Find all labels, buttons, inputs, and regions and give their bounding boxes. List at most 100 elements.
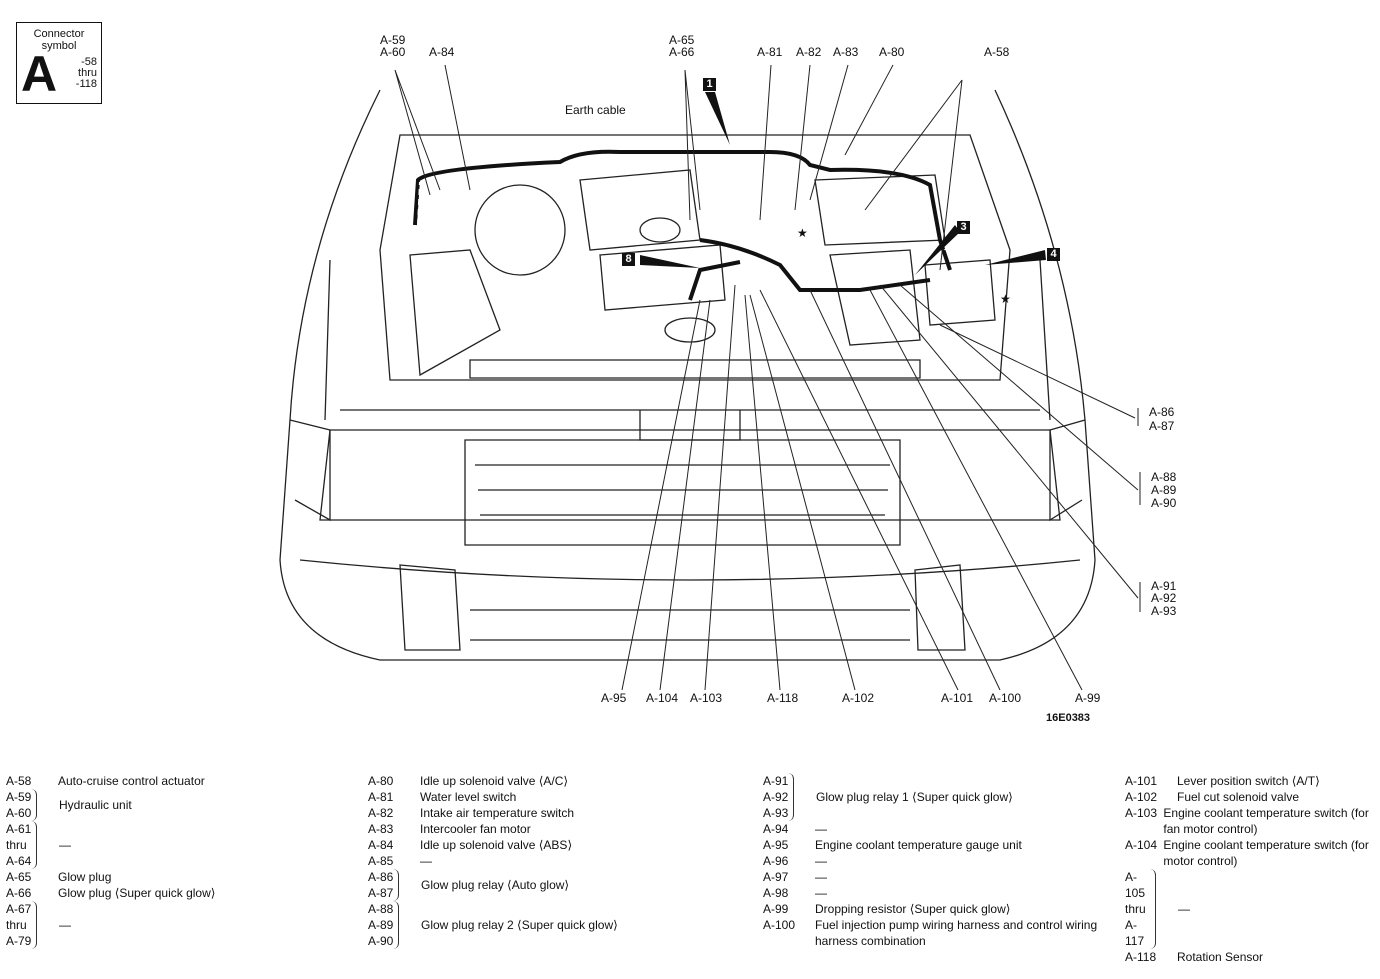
label-a92: A-92 bbox=[1151, 591, 1177, 605]
legend-connector-id: A-58 bbox=[6, 774, 32, 788]
legend-connector-ids: A-58 bbox=[6, 773, 58, 789]
legend-description: Lever position switch ⟨A/T⟩ bbox=[1177, 774, 1320, 788]
legend-connector-ids: A-99 bbox=[763, 901, 815, 917]
label-a102: A-102 bbox=[842, 691, 875, 705]
legend-description: Hydraulic unit bbox=[59, 798, 132, 812]
legend-description: Dropping resistor ⟨Super quick glow⟩ bbox=[815, 902, 1011, 916]
legend-connector-id: A-66 bbox=[6, 886, 32, 900]
legend-connector-ids: A-81 bbox=[368, 789, 420, 805]
marker-4: 4 bbox=[1047, 248, 1060, 261]
legend-connector-id: A-89 bbox=[368, 918, 394, 932]
legend-description: Engine coolant temperature gauge unit bbox=[815, 838, 1022, 852]
label-a58: A-58 bbox=[984, 45, 1010, 59]
legend-connector-ids: A-100 bbox=[763, 917, 815, 949]
label-a87: A-87 bbox=[1149, 419, 1175, 433]
range-thru: thru bbox=[78, 67, 97, 79]
legend-entry: A-94 — bbox=[763, 821, 1115, 837]
legend-connector-id: A-82 bbox=[368, 806, 394, 820]
legend-description: Idle up solenoid valve ⟨ABS⟩ bbox=[420, 838, 573, 852]
label-a104: A-104 bbox=[646, 691, 679, 705]
legend-description: Intercooler fan motor bbox=[420, 822, 531, 836]
legend-connector-id: A-91 bbox=[763, 774, 789, 788]
legend-connector-ids: A-97 bbox=[763, 869, 815, 885]
legend-connector-id: A-103 bbox=[1125, 806, 1158, 820]
legend-description: Fuel cut solenoid valve bbox=[1177, 790, 1300, 804]
fog-lamp-left bbox=[399, 564, 461, 651]
legend-entry: A-99 Dropping resistor ⟨Super quick glow⟩ bbox=[763, 901, 1115, 917]
legend-description: — bbox=[420, 854, 432, 868]
earth-cable-label: Earth cable bbox=[565, 103, 626, 117]
legend-connector-ids: A-104 bbox=[1125, 837, 1163, 869]
legend-connector-id: A-59 bbox=[6, 790, 32, 804]
legend-description: Rotation Sensor bbox=[1177, 950, 1264, 964]
legend-connector-id: A-67 bbox=[6, 902, 32, 916]
label-a83: A-83 bbox=[833, 45, 859, 59]
label-a60: A-60 bbox=[380, 45, 406, 59]
label-a90: A-90 bbox=[1151, 496, 1177, 510]
legend-description: Engine coolant temperature switch (for m… bbox=[1163, 838, 1369, 868]
legend-connector-id: A-95 bbox=[763, 838, 789, 852]
legend-entry: A-97— bbox=[763, 869, 1115, 885]
legend-entry: A-101 Lever position switch ⟨A/T⟩ bbox=[1125, 773, 1380, 789]
legend-connector-ids: A-84 bbox=[368, 837, 420, 853]
callout-lines bbox=[394, 64, 1139, 691]
legend-connector-ids: A-102 bbox=[1125, 789, 1177, 805]
legend-connector-ids: A-85 bbox=[368, 853, 420, 869]
legend-connector-id: A-100 bbox=[763, 918, 796, 932]
legend-connector-id: A-99 bbox=[763, 902, 789, 916]
legend-connector-ids: A-98 bbox=[763, 885, 815, 901]
legend-connector-ids: A-66 bbox=[6, 885, 58, 901]
legend-description: Glow plug relay 1 ⟨Super quick glow⟩ bbox=[816, 790, 1013, 804]
label-a86: A-86 bbox=[1149, 405, 1175, 419]
legend-description: — bbox=[1178, 902, 1190, 916]
legend-description: — bbox=[59, 838, 71, 852]
label-a80: A-80 bbox=[879, 45, 905, 59]
marker-1: 1 bbox=[703, 78, 716, 91]
legend-connector-ids: A-118 bbox=[1125, 949, 1177, 965]
svg-text:★: ★ bbox=[797, 226, 808, 240]
legend-connector-id: A-86 bbox=[368, 870, 394, 884]
label-a101: A-101 bbox=[941, 691, 974, 705]
connector-range: -58 thru -118 bbox=[69, 57, 97, 90]
wiring-harness bbox=[413, 149, 952, 301]
legend-connector-ids: A-101 bbox=[1125, 773, 1177, 789]
legend-connector-id: A-93 bbox=[763, 806, 789, 820]
legend-description: Glow plug bbox=[58, 870, 112, 884]
legend-connector-id: A-85 bbox=[368, 854, 394, 868]
svg-text:★: ★ bbox=[1000, 292, 1011, 306]
legend-connector-id: A-94 bbox=[763, 822, 789, 836]
legend-connector-id: A-88 bbox=[368, 902, 394, 916]
legend-connector-ids: A-80 bbox=[368, 773, 420, 789]
label-a103: A-103 bbox=[690, 691, 723, 705]
legend-connector-id: A-90 bbox=[368, 934, 394, 948]
legend-connector-id: A-60 bbox=[6, 806, 32, 820]
label-a99: A-99 bbox=[1075, 691, 1101, 705]
legend-connector-ids: A-103 bbox=[1125, 805, 1163, 837]
legend-connector-id: A-83 bbox=[368, 822, 394, 836]
legend-connector-id: A-98 bbox=[763, 886, 789, 900]
legend-connector-id: A-101 bbox=[1125, 774, 1158, 788]
legend-connector-ids: A-83 bbox=[368, 821, 420, 837]
label-a84: A-84 bbox=[429, 45, 455, 59]
legend-description: — bbox=[815, 822, 827, 836]
legend-connector-ids: A-94 bbox=[763, 821, 815, 837]
label-a118: A-118 bbox=[767, 691, 799, 705]
legend-description: — bbox=[815, 886, 827, 900]
